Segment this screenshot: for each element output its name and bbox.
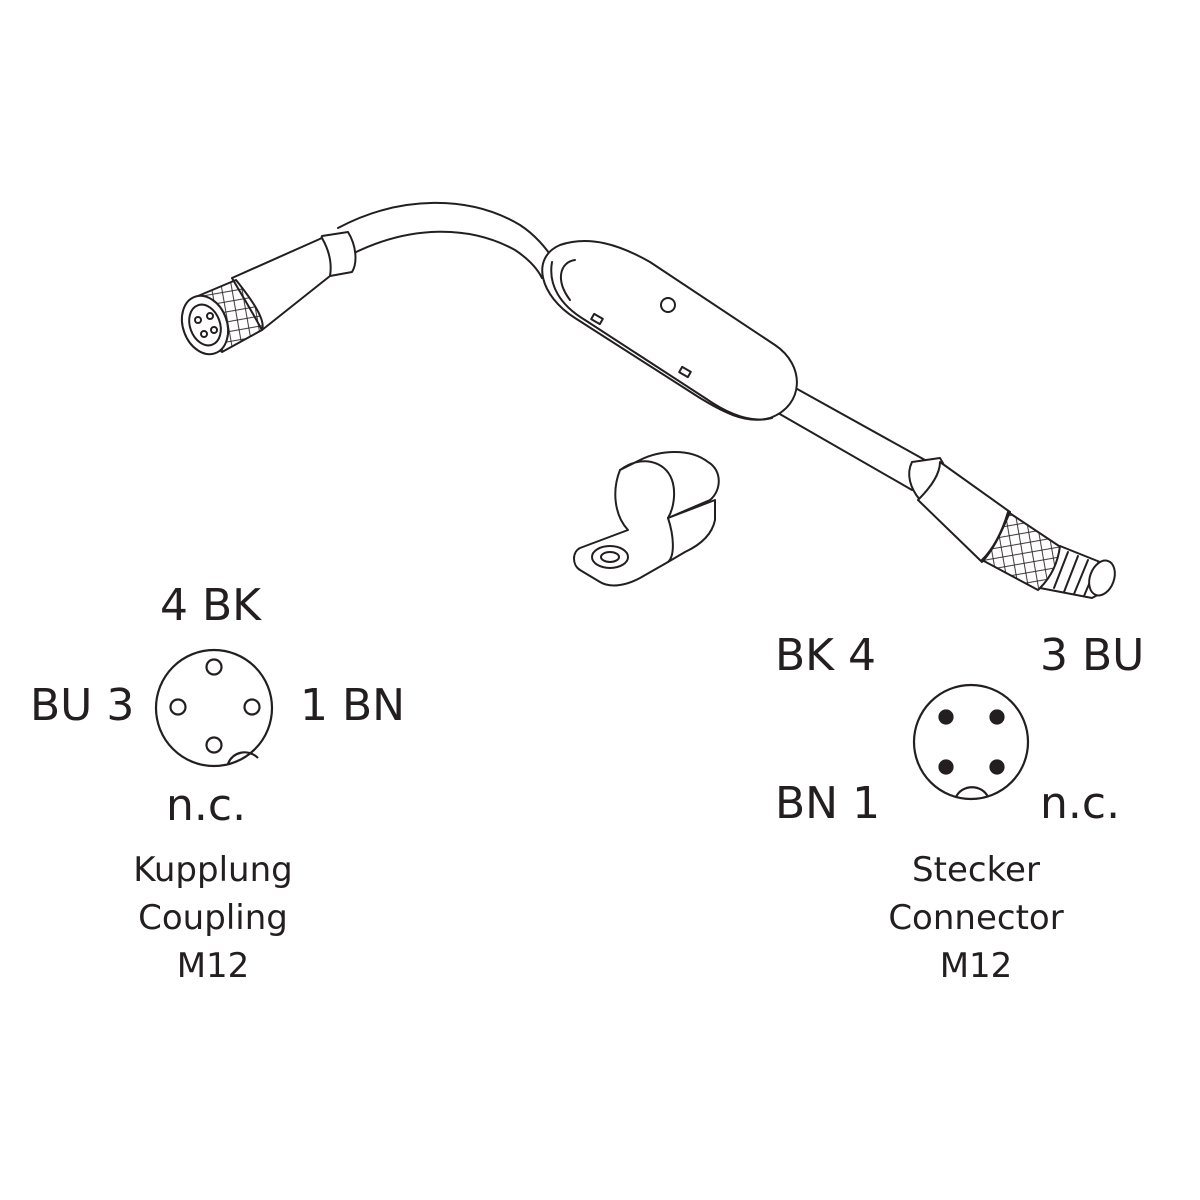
connector-body [908, 457, 1116, 599]
connector-caption-type: M12 [939, 946, 1013, 986]
connector-pinout-face [912, 683, 1030, 801]
connector-pin-4 [938, 709, 954, 725]
connector-pin-bottom-right-label: n.c. [1040, 778, 1121, 829]
coupling-pin-top-label: 4 BK [160, 580, 262, 631]
coupling-caption-type: M12 [176, 946, 250, 986]
connector-pin-3 [989, 709, 1005, 725]
connector-caption-de: Stecker [912, 850, 1040, 890]
coupling-pin-left-label: BU 3 [30, 680, 135, 731]
mounting-clip [573, 451, 720, 587]
coupling-pin-1 [243, 698, 261, 716]
connector-pin-nc [989, 759, 1005, 775]
coupling-pin-4 [205, 658, 223, 676]
coupling-body [180, 231, 357, 356]
connector-pin-top-right-label: 3 BU [1040, 630, 1145, 681]
connector-pin-1 [938, 759, 954, 775]
splitter-body [541, 240, 798, 421]
connector-face-outline [912, 683, 1030, 801]
coupling-face-outline [154, 648, 274, 768]
coupling-caption-de: Kupplung [133, 850, 293, 890]
connector-key-notch [955, 786, 989, 798]
connector-caption-en: Connector [888, 898, 1064, 938]
coupling-pin-nc [205, 736, 223, 754]
coupling-key-notch [226, 751, 259, 765]
cable-lower [789, 384, 926, 461]
coupling-caption: Kupplung Coupling M12 [88, 846, 338, 990]
coupling-pinout-face [154, 648, 274, 768]
coupling-pin-bottom-label: n.c. [166, 780, 247, 831]
connector-caption: Stecker Connector M12 [851, 846, 1101, 990]
coupling-pin-3 [169, 698, 187, 716]
cable-upper [337, 201, 557, 263]
coupling-caption-en: Coupling [138, 898, 288, 938]
connector-pin-top-left-label: BK 4 [775, 630, 877, 681]
coupling-pin-right-label: 1 BN [300, 680, 406, 731]
connector-pin-bottom-left-label: BN 1 [775, 778, 881, 829]
